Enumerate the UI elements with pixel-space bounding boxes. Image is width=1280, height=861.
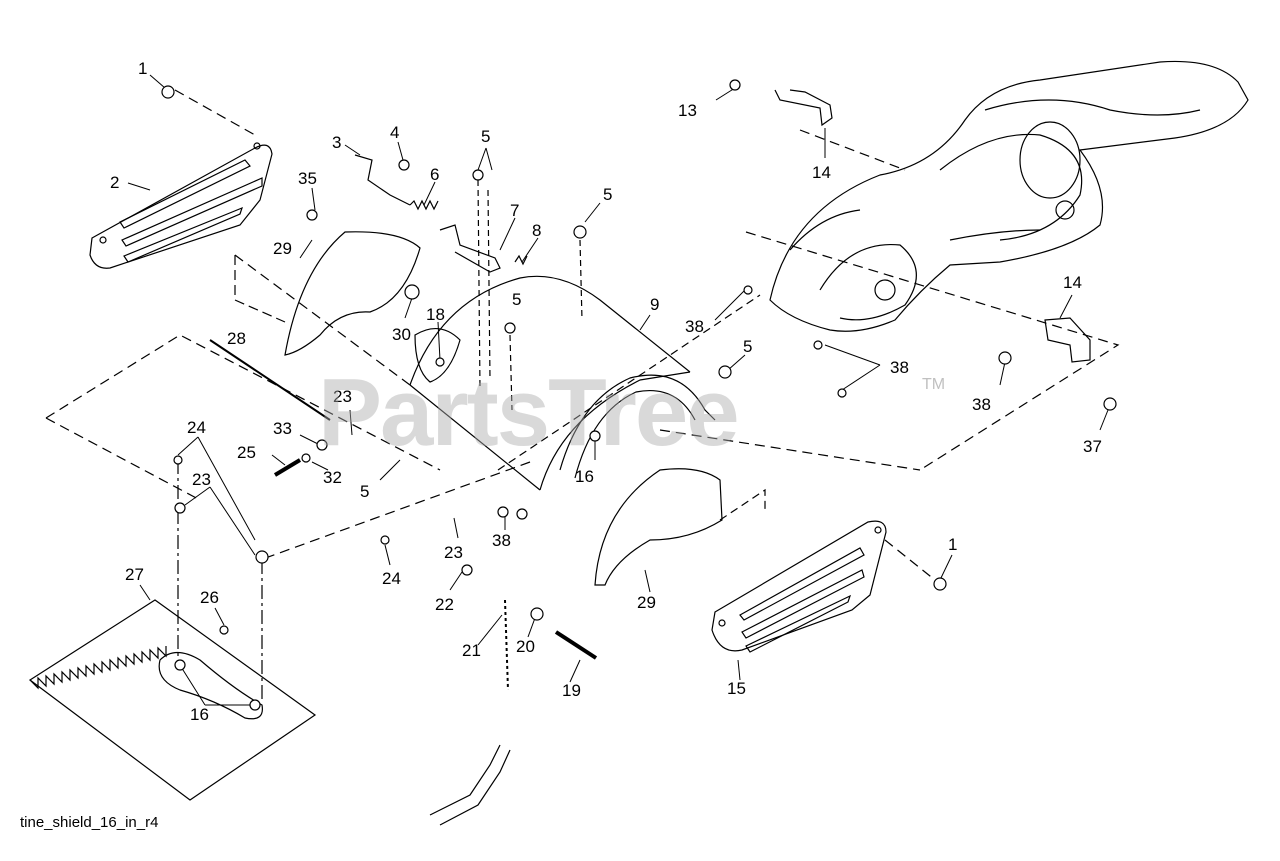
callout-15: 15 (727, 679, 746, 698)
callout-8: 8 (532, 221, 541, 240)
callout-38-d: 38 (492, 531, 511, 550)
deflector-lower (594, 468, 766, 586)
callout-33: 33 (273, 419, 292, 438)
callout-26: 26 (200, 588, 219, 607)
callout-18: 18 (426, 305, 445, 324)
pin-19 (554, 630, 598, 660)
callout-21: 21 (462, 641, 481, 660)
frame-outline-left (45, 254, 531, 561)
side-plate-right (711, 520, 887, 653)
callout-38-a: 38 (685, 317, 704, 336)
leader-lines (127, 74, 1109, 706)
diagram-caption: tine_shield_16_in_r4 (20, 814, 159, 831)
callout-29-b: 29 (637, 593, 656, 612)
callout-6: 6 (430, 165, 439, 184)
callout-16-a: 16 (575, 467, 594, 486)
callout-14-right: 14 (1063, 273, 1082, 292)
side-plate-left (89, 142, 273, 269)
callout-38-c: 38 (972, 395, 991, 414)
callout-16-b: 16 (190, 705, 209, 724)
bracket-14-right (1044, 317, 1091, 363)
callout-25: 25 (237, 443, 256, 462)
callout-28: 28 (227, 329, 246, 348)
callout-29-a: 29 (273, 239, 292, 258)
hardware-nuts (161, 79, 1117, 711)
deflector-upper (234, 231, 421, 356)
callout-5-d: 5 (743, 337, 752, 356)
callout-3: 3 (332, 133, 341, 152)
callout-32: 32 (323, 468, 342, 487)
callout-22: 22 (435, 595, 454, 614)
callout-24-a: 24 (187, 418, 206, 437)
callout-1-bottom: 1 (948, 535, 957, 554)
callout-20: 20 (516, 637, 535, 656)
pin-25 (273, 458, 302, 477)
tiller-body (769, 60, 1249, 332)
callout-35: 35 (298, 169, 317, 188)
bar-21 (504, 599, 509, 691)
callout-5-b: 5 (603, 185, 612, 204)
callout-labels: 1 2 3 4 5 5 5 5 5 6 7 8 9 13 14 14 15 16… (110, 59, 1102, 724)
callout-5-a: 5 (481, 127, 490, 146)
callout-13: 13 (678, 101, 697, 120)
callout-2: 2 (110, 173, 119, 192)
tine-blade-27 (28, 460, 317, 801)
callout-9: 9 (650, 295, 659, 314)
watermark-trademark: TM (922, 376, 946, 393)
link-lower (429, 744, 511, 826)
rod-28 (209, 339, 331, 421)
callout-23-c: 23 (444, 543, 463, 562)
callout-38-b: 38 (890, 358, 909, 377)
bolts-5 (477, 179, 583, 411)
callout-19: 19 (562, 681, 581, 700)
callout-7: 7 (510, 201, 519, 220)
callout-5-e: 5 (360, 482, 369, 501)
arc-bracket (559, 374, 716, 479)
callout-4: 4 (390, 123, 399, 142)
callout-24-b: 24 (382, 569, 401, 588)
callout-27: 27 (125, 565, 144, 584)
tine-shield (409, 275, 761, 491)
callout-23-a: 23 (333, 387, 352, 406)
callout-14-top: 14 (812, 163, 831, 182)
callout-1-top: 1 (138, 59, 147, 78)
bracket-14-top (774, 89, 833, 127)
rod-3 (354, 154, 411, 206)
callout-37: 37 (1083, 437, 1102, 456)
callout-5-c: 5 (512, 290, 521, 309)
callout-23-b: 23 (192, 470, 211, 489)
callout-30: 30 (392, 325, 411, 344)
frame-outline-right (174, 89, 1120, 581)
spring-8 (514, 254, 528, 266)
latch-bracket-7 (439, 224, 501, 273)
